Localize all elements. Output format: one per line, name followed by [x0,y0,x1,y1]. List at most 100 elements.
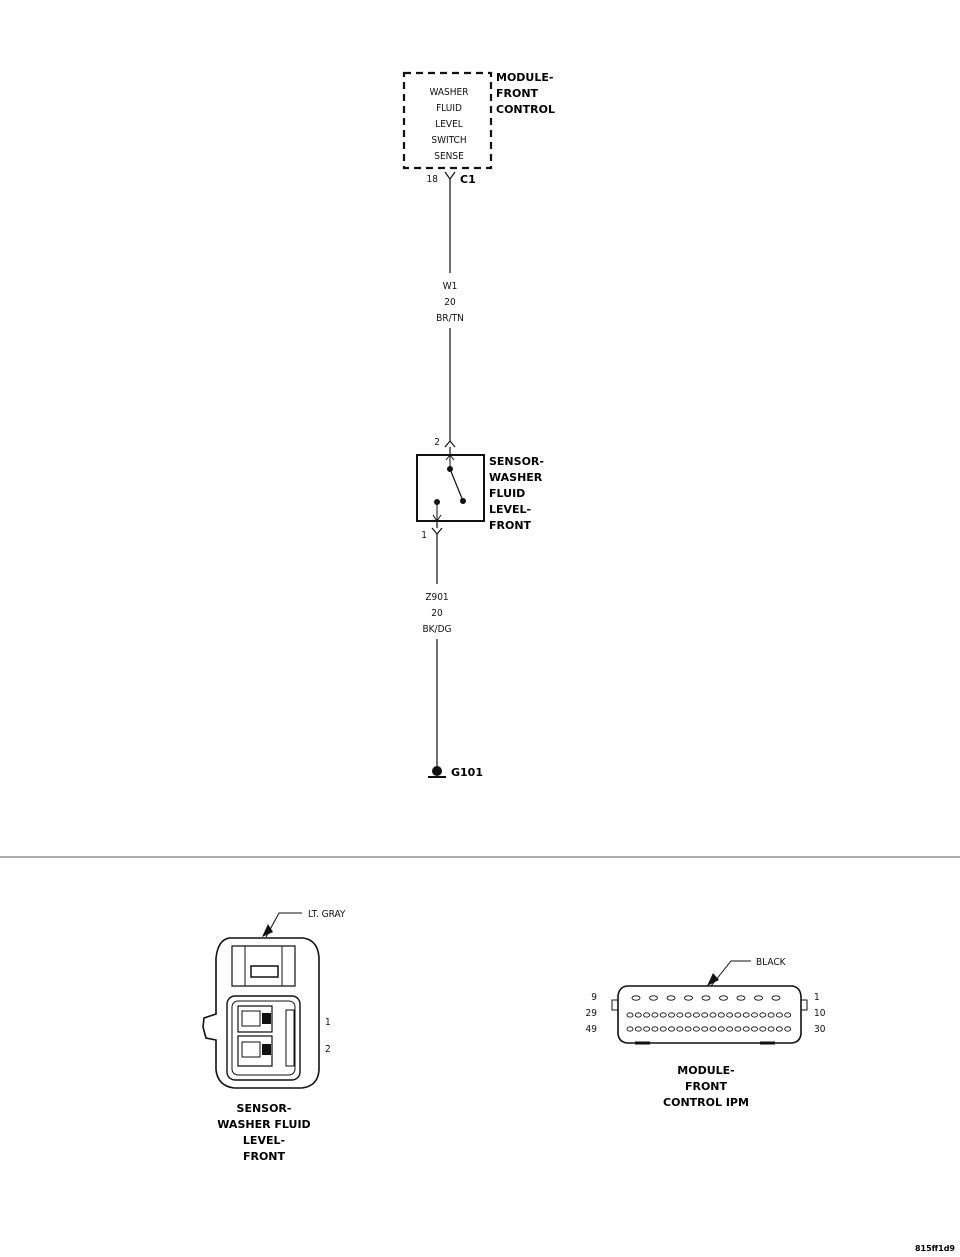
module-function-line-5: SENSE [434,151,464,162]
pin-cavity [701,1012,709,1018]
wire-z901-color: BK/DG [422,624,451,635]
module-connector-pin-grid [626,995,792,1032]
pin-cavity [767,1026,775,1032]
wire-w1-gauge: 20 [444,297,456,308]
switch-pivot [460,498,466,504]
terminal-2-lock [262,1044,271,1055]
c1-terminal-symbol [445,172,455,179]
pin-cavity [742,1012,750,1018]
pin-cavity [643,1012,651,1018]
lt-gray-leader [266,913,302,937]
cavity-side-key [286,1010,294,1066]
pin-cavity [684,1012,692,1018]
pin-cavity [634,1012,642,1018]
terminal-cavity-2 [238,1036,272,1066]
pin-cavity [666,995,676,1001]
module-title-line-1: MODULE- [496,71,553,84]
pin-cavity [717,1012,725,1018]
lt-gray-arrow [262,924,273,937]
pin-cavity [684,1026,692,1032]
wire-w1-circuit: W1 [443,281,458,292]
pin-cavity [726,1026,734,1032]
washer-fluid-level-sensor: 2 1 SENSOR- WASHER FLUID LEVEL- FRONT [417,437,544,541]
sensor-connector-latch [251,966,278,977]
pin-cavity [751,1012,758,1018]
wire-w1-color: BR/TN [436,313,464,324]
module-connector-caption-line-3: CONTROL IPM [663,1096,749,1109]
pin-cavity [659,1012,667,1018]
ground-g101: G101 [428,766,483,779]
module-connector-pin-49: 49 [586,1024,598,1035]
pin-cavity [759,1026,767,1032]
pin-cavity [775,1012,783,1018]
pin-cavity [709,1026,717,1032]
module-function-line-3: LEVEL [435,119,463,130]
pin-cavity [684,995,693,1001]
sensor-connector-pin-1: 1 [325,1017,331,1028]
pin-cavity [736,995,746,1001]
wire-z901-circuit: Z901 [425,592,448,603]
sensor-connector-color-label: LT. GRAY [308,909,346,920]
pin-cavity [775,1026,783,1032]
terminal-1-blade [242,1011,260,1026]
ground-eyelet-icon [432,766,442,776]
module-function-line-1: WASHER [430,87,469,98]
module-connector-pin-30: 30 [814,1024,826,1035]
pin-cavity [692,1026,700,1032]
module-dashed-outline [404,73,491,168]
pin-cavity [626,1012,634,1018]
pin-cavity [626,1026,634,1032]
figure-id: 815ff1d9 [915,1244,955,1253]
module-connector-caption-line-2: FRONT [685,1080,728,1093]
terminal-cavity-1 [238,1006,272,1032]
right-key [801,1000,807,1010]
module-connector-pin-1: 1 [814,992,820,1003]
cavity-frame-inner [232,1001,295,1075]
module-connector-view: BLACK 9 29 49 1 10 30 MODULE- FRONT CONT… [586,957,826,1109]
sensor-title-line-5: FRONT [489,519,532,532]
pin-cavity [643,1026,651,1032]
sensor-pin-2-terminal [445,441,455,447]
ground-label: G101 [451,766,483,779]
pin-cavity [771,995,781,1001]
sensor-connector-caption-line-4: FRONT [243,1150,286,1163]
sensor-connector-latch-housing [232,946,295,986]
pin-cavity [759,1012,767,1018]
pin-cavity [676,1012,684,1018]
wire-z901: Z901 20 BK/DG [422,534,452,768]
sensor-connector-cavity-frame [227,996,300,1080]
pin-cavity [734,1012,742,1018]
module-connector-pin-29: 29 [586,1008,598,1019]
module-connector-color-label: BLACK [756,957,787,968]
pin-cavity [659,1026,667,1032]
module-connector-label: C1 [460,173,476,186]
pin-cavity [726,1012,734,1018]
wire-w1: W1 20 BR/TN [436,179,464,441]
sensor-title-line-2: WASHER [489,471,543,484]
left-key [612,1000,618,1010]
sensor-title-line-1: SENSOR- [489,455,544,468]
black-leader [711,961,751,986]
pin-cavity [701,995,711,1001]
module-function-line-4: SWITCH [431,135,466,146]
module-connector-body [618,986,801,1043]
module-function-line-2: FLUID [436,103,462,114]
pin-cavity [767,1012,775,1018]
module-title-line-3: CONTROL [496,103,555,116]
pin-cavity [717,1026,725,1032]
pin-cavity [631,995,641,1001]
switch-blade [450,469,463,501]
sensor-pin-1-terminal [432,528,442,534]
sensor-connector-view: LT. GRAY 1 2 SENSOR- WASHER FLUID LEVEL-… [203,909,346,1163]
pin-cavity [784,1026,792,1032]
pin-cavity [692,1012,700,1018]
sensor-connector-body [203,938,319,1088]
pin-cavity [651,1026,659,1032]
sensor-connector-caption-line-2: WASHER FLUID [217,1118,310,1131]
sensor-pin-bottom-number: 1 [421,530,427,541]
sensor-pin-top-number: 2 [434,437,440,448]
black-arrow [707,973,719,986]
module-connector-caption-line-1: MODULE- [677,1064,734,1077]
sensor-title-line-3: FLUID [489,487,525,500]
